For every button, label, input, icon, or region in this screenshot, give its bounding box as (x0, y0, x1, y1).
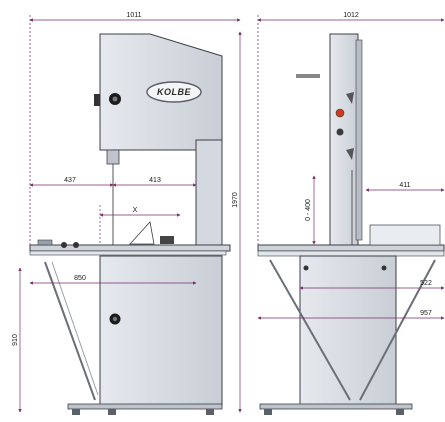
side-table-rail (257, 250, 445, 257)
dim-label-413: 413 (149, 177, 161, 184)
side-latch (346, 148, 354, 160)
side-foot (396, 409, 404, 415)
dim-label-850: 850 (74, 275, 86, 282)
dim-label-0-400: 0 - 400 (305, 199, 312, 221)
side-dimension-labels: 1012 0 - 400 411 522 957 (305, 12, 432, 317)
side-table (257, 244, 445, 252)
side-column (329, 33, 359, 247)
dim-label-1970: 1970 (232, 192, 239, 208)
side-base (259, 403, 413, 410)
dim-label-437: 437 (64, 177, 76, 184)
front-foot (72, 409, 80, 415)
front-foot (206, 409, 214, 415)
dim-label-522: 522 (420, 280, 432, 287)
kolbe-logo: KOLBE (146, 81, 202, 103)
side-handle (296, 74, 320, 78)
front-carriage-block (37, 239, 53, 246)
dim-label-1011: 1011 (126, 12, 141, 19)
front-view: KOLBE (29, 33, 231, 415)
front-left-knob (94, 94, 100, 106)
svg-text:KOLBE: KOLBE (157, 87, 191, 97)
front-foot (108, 409, 116, 415)
side-strut (269, 259, 351, 401)
front-table (29, 244, 231, 252)
side-red-button (335, 108, 345, 118)
front-strut (44, 261, 96, 401)
side-lower-cabinet (299, 255, 397, 407)
dim-label-957: 957 (420, 310, 432, 317)
side-view (257, 33, 445, 415)
front-clamp-knob (73, 242, 79, 248)
side-column-edge (355, 39, 363, 241)
front-pusher (129, 221, 155, 245)
dim-label-910: 910 (12, 334, 19, 346)
side-bolt (381, 265, 387, 271)
front-lower-cabinet (99, 255, 223, 407)
front-blade-guide (106, 149, 120, 165)
side-bolt (303, 265, 309, 271)
side-dimensions (257, 15, 445, 320)
front-dimension-labels: 1011 437 413 X 850 910 1970 (12, 12, 239, 346)
side-fence (369, 224, 441, 246)
front-column (195, 139, 223, 251)
dim-label-411: 411 (399, 182, 410, 189)
side-black-button (336, 128, 344, 136)
front-stop-block (160, 236, 174, 244)
dim-label-1012: 1012 (343, 12, 359, 19)
front-dimensions (18, 15, 242, 413)
front-table-rail (29, 250, 227, 256)
side-foot (264, 409, 272, 415)
dim-label-x: X (133, 207, 138, 214)
front-base (67, 403, 223, 410)
front-clamp-knob (61, 242, 67, 248)
side-strut (359, 259, 436, 401)
side-latch (346, 92, 354, 104)
